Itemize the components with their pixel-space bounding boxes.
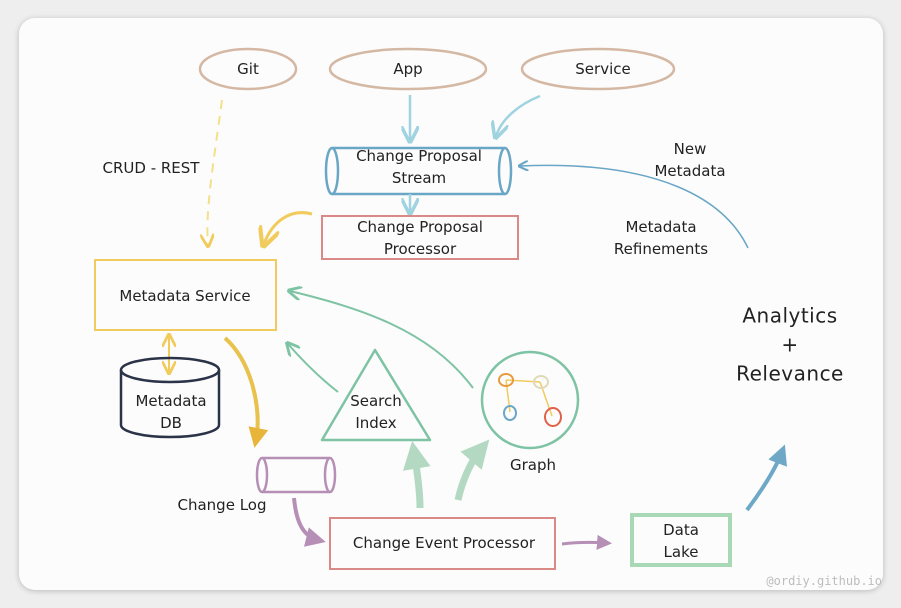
data-lake-to-analytics-arrow	[745, 444, 787, 512]
crud-rest-label: CRUD - REST	[102, 159, 200, 177]
change-proposal-stream-node	[324, 146, 513, 196]
git-label: Git	[237, 60, 259, 78]
change-proposal-stream-label: Change Proposal Stream	[356, 147, 482, 187]
metadata-db-node	[119, 356, 221, 439]
watermark: @ordiy.github.io	[766, 574, 882, 588]
analytics-relevance-label: Analytics + Relevance	[736, 303, 844, 386]
service-label: Service	[575, 60, 631, 78]
graph-label: Graph	[509, 456, 557, 474]
metadata-db-label: Metadata DB	[135, 392, 207, 432]
search-index-node	[320, 348, 432, 442]
change-event-processor-label: Change Event Processor	[352, 534, 536, 552]
graph-to-metadata-service-arrow	[290, 291, 474, 389]
data-lake-label: Data Lake	[663, 521, 699, 561]
data-lake-node	[630, 513, 732, 567]
service-to-stream-arrow	[496, 94, 541, 136]
event-processor-to-graph-arrow	[454, 439, 490, 501]
metadata-service-to-change-log-arrow	[223, 336, 269, 448]
change-proposal-processor-label: Change Proposal Processor	[357, 218, 483, 258]
metadata-service-label: Metadata Service	[119, 287, 251, 305]
search-index-label: Search Index	[350, 392, 402, 432]
metadata-service-node	[94, 259, 277, 331]
git-source-node	[198, 47, 298, 91]
service-source-node	[520, 47, 676, 91]
diagram-card	[19, 18, 883, 590]
search-index-to-metadata-service-arrow	[288, 344, 339, 393]
change-log-node	[255, 456, 337, 494]
change-log-label: Change Log	[177, 496, 267, 514]
graph-glyph-icon	[498, 373, 562, 427]
metadata-refinements-label: Metadata Refinements	[613, 218, 709, 258]
change-event-processor-node	[329, 517, 556, 570]
event-processor-to-search-index-arrow	[402, 440, 431, 509]
app-source-node	[328, 47, 488, 91]
graph-node	[480, 350, 580, 450]
app-label: App	[393, 60, 423, 78]
new-metadata-label: New Metadata	[654, 140, 726, 180]
analytics-feedback-arrow	[520, 165, 749, 249]
change-proposal-processor-node	[321, 215, 519, 260]
event-processor-to-data-lake-arrow	[561, 534, 612, 550]
git-to-metadata-service-arrow	[207, 99, 223, 245]
change-log-to-event-processor-arrow	[292, 497, 326, 547]
processor-to-metadata-service-arrow	[264, 211, 313, 244]
